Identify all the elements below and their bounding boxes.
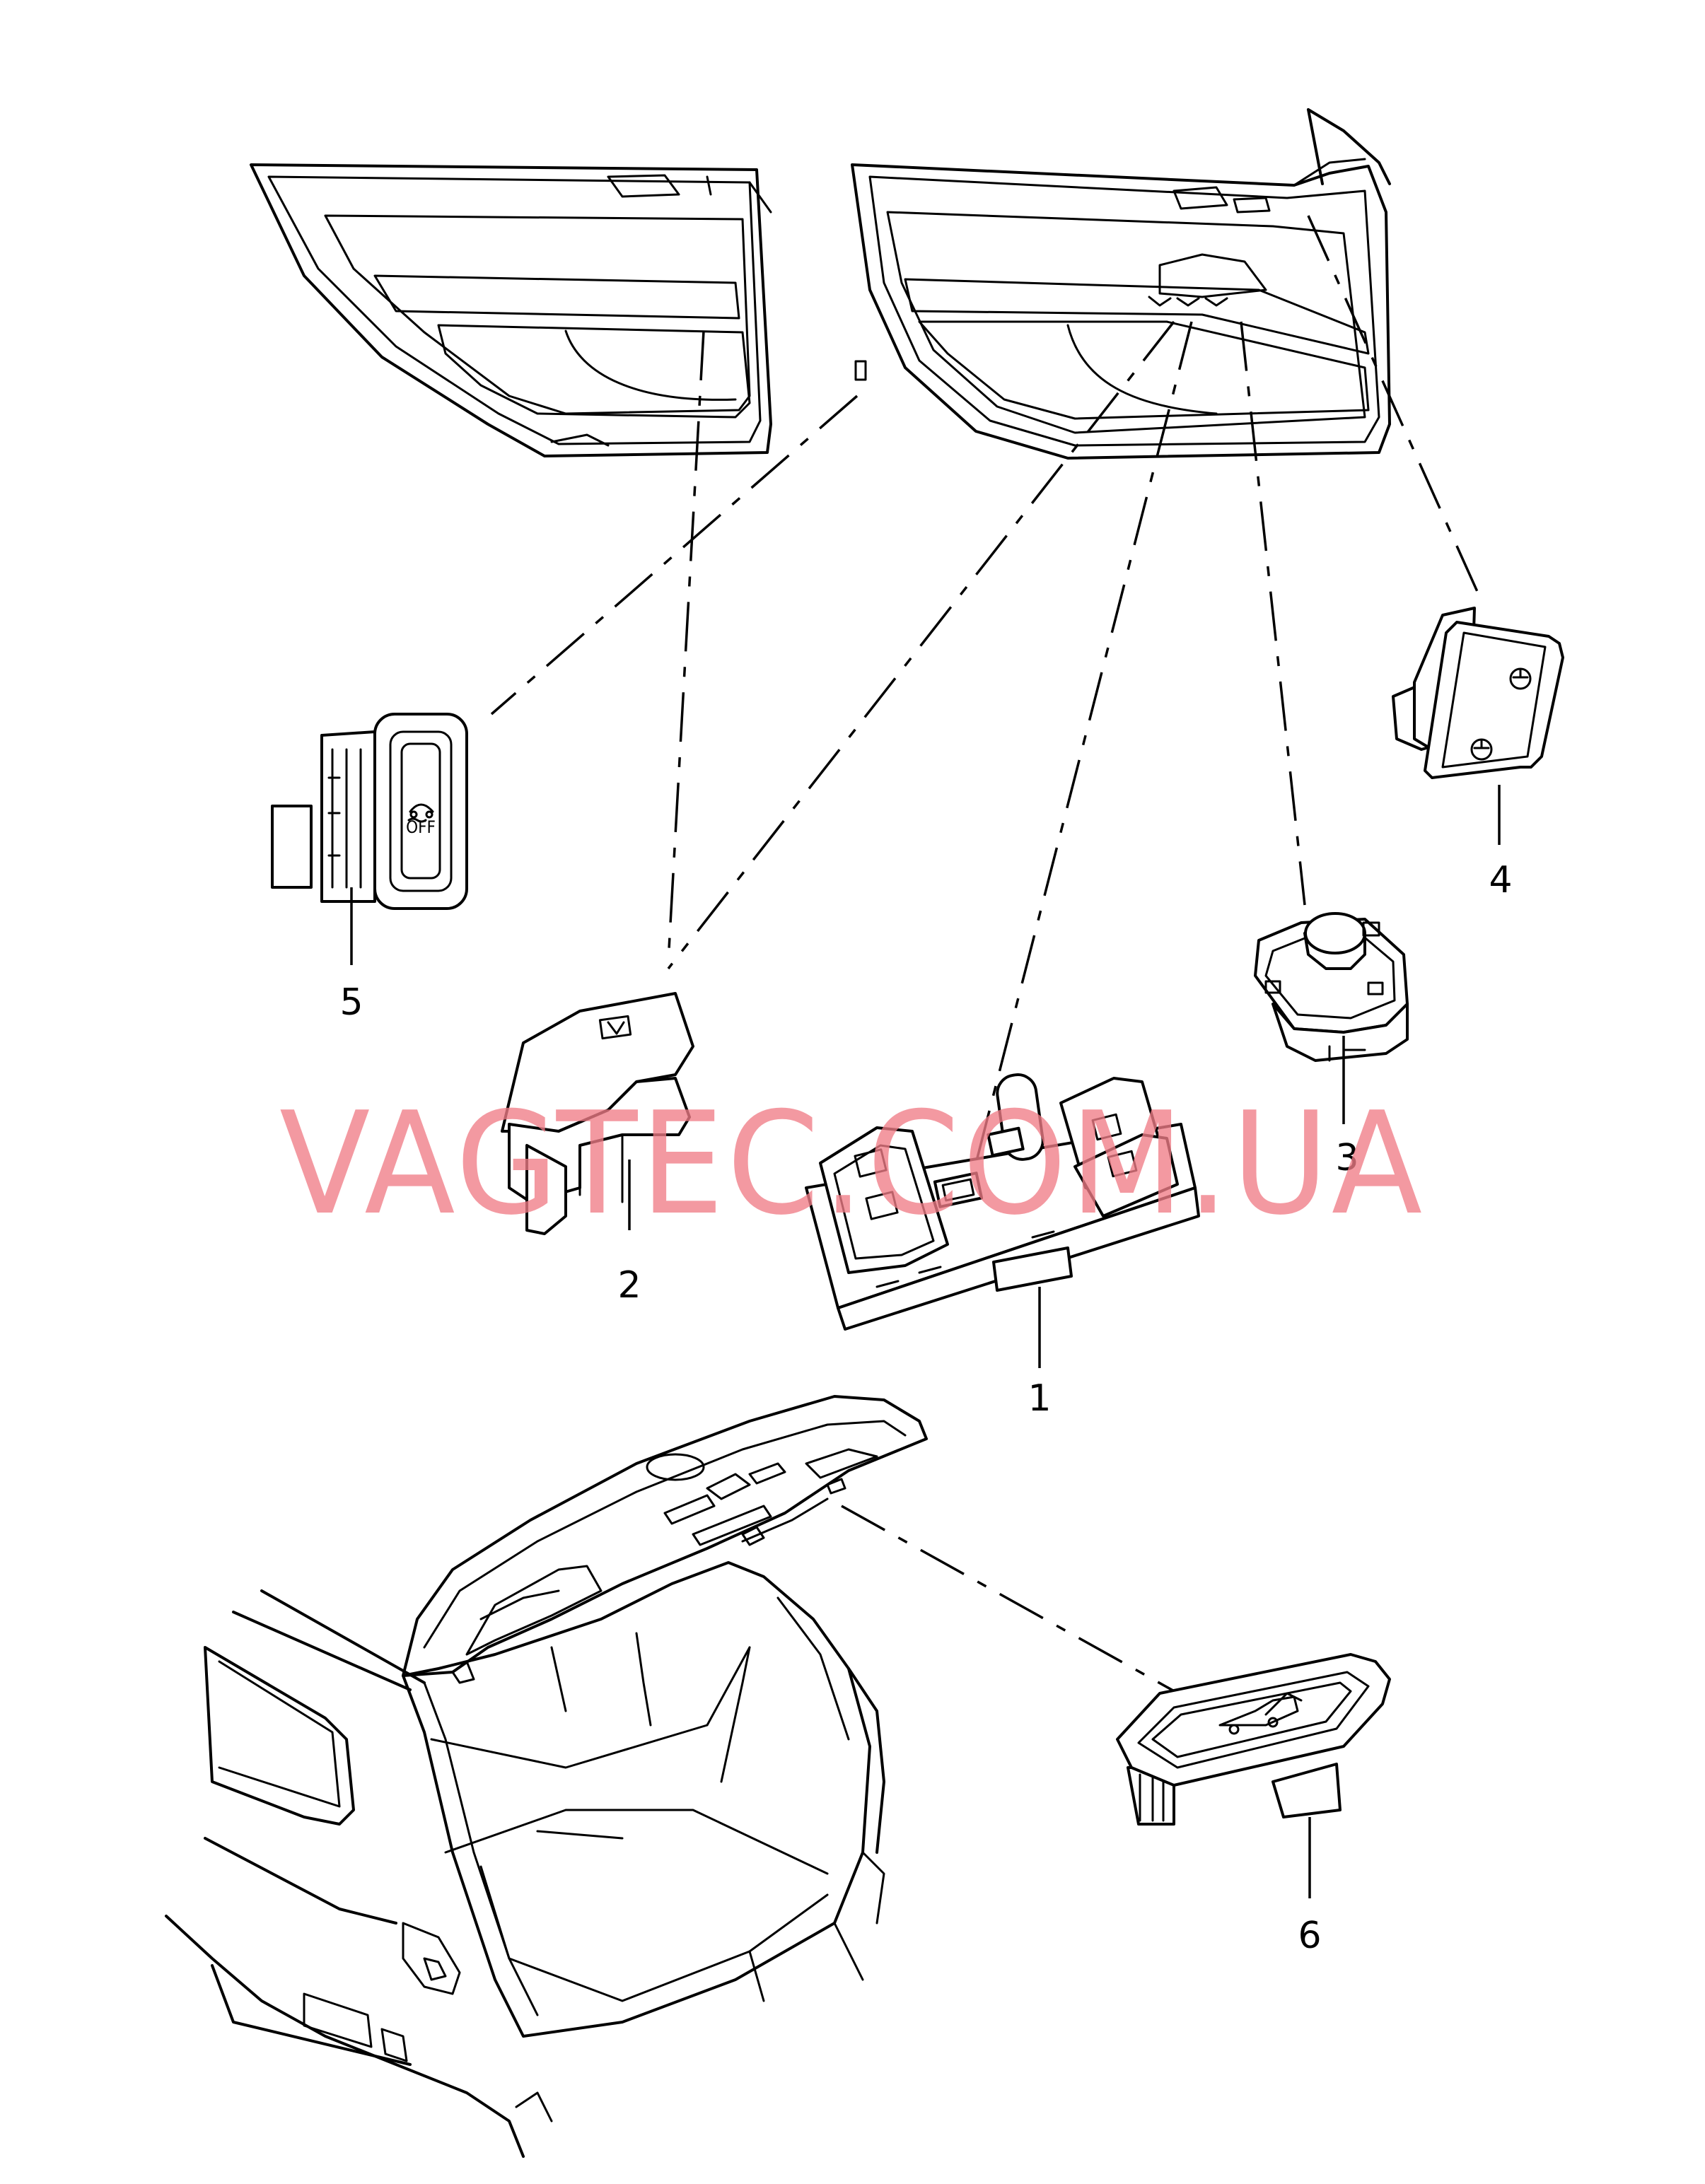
car-trunk-icon (1218, 1692, 1303, 1735)
callout-2: 2 (617, 1264, 641, 1307)
front-door-panel (851, 108, 1391, 460)
esp-off-label: OFF (406, 817, 436, 837)
part-3-mirror-adjust-switch (1254, 912, 1409, 1062)
callout-4: 4 (1489, 859, 1512, 901)
callout-3: 3 (1335, 1137, 1358, 1179)
callout-leaders (350, 785, 1501, 1898)
part-2-window-switch (501, 992, 694, 1235)
mirror-fold-icon (1470, 667, 1532, 761)
watermark-text: VAGTEC.COM.UA (279, 1082, 1425, 1246)
dashed-leader-lines (490, 215, 1483, 1698)
part-4-switch (1392, 607, 1564, 779)
callout-6: 6 (1298, 1915, 1321, 1957)
part-1-driver-window-switch-block (805, 1073, 1200, 1331)
part-5-esp-off-switch: OFF (271, 713, 468, 910)
callout-numbers: 1 2 3 4 5 6 (339, 859, 1512, 1957)
car-rear-with-open-tailgate (165, 1395, 928, 2158)
rear-door-panel (250, 163, 772, 457)
callout-1: 1 (1028, 1377, 1051, 1420)
callout-5: 5 (339, 981, 363, 1024)
part-6-tailgate-switch (1116, 1653, 1391, 1826)
car-skid-icon (407, 803, 434, 823)
